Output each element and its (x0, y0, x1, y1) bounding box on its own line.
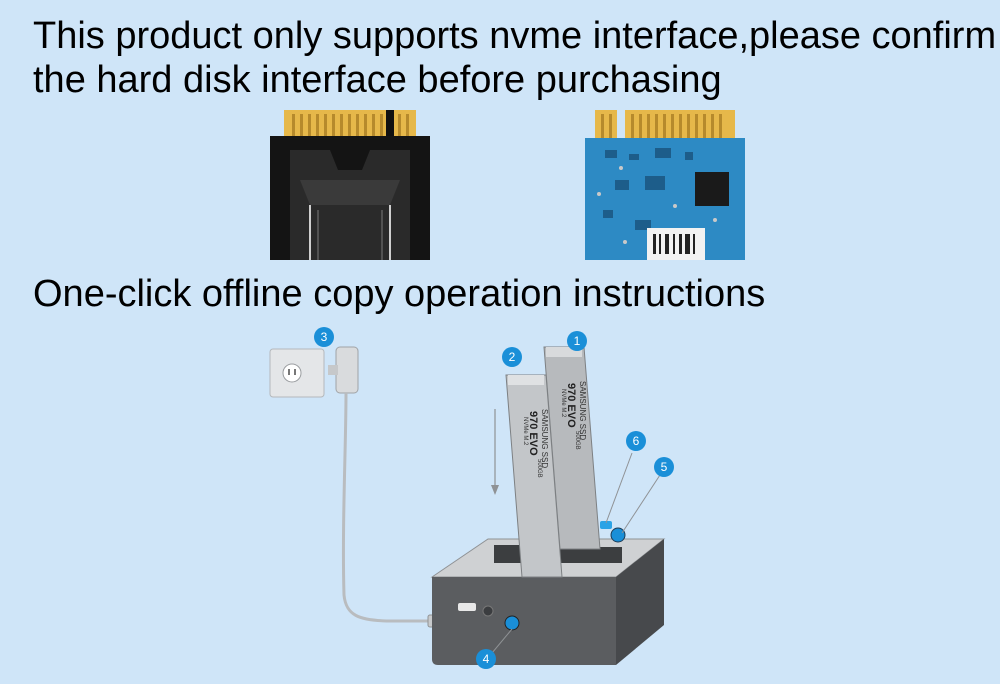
svg-text:2: 2 (509, 350, 516, 364)
ssd-2-brand: SAMSUNG SSD (540, 409, 549, 468)
ssd-2-capacity: 500GB (536, 459, 542, 478)
ssd-1-sub: NVMe M.2 (560, 389, 566, 418)
offline-copy-diagram: SAMSUNG SSD 970 EVO NVMe M.2 500GB SAMSU… (262, 325, 682, 679)
instructions-title: One-click offline copy operation instruc… (33, 273, 766, 315)
insert-arrow-icon (491, 409, 499, 495)
svg-text:4: 4 (483, 652, 490, 666)
ssd-2-sub: NVMe M.2 (522, 417, 528, 446)
ssd-2: SAMSUNG SSD 970 EVO NVMe M.2 500GB (505, 374, 563, 578)
callout-6: 6 (626, 431, 646, 451)
ssd-blue-pcb-photo (585, 110, 745, 260)
ssd-1-brand: SAMSUNG SSD (578, 381, 587, 440)
ssd-1-capacity: 500GB (574, 431, 580, 450)
svg-text:1: 1 (574, 334, 581, 348)
callout-1: 1 (567, 331, 587, 351)
ssd-1: SAMSUNG SSD 970 EVO NVMe M.2 500GB (543, 346, 601, 550)
wall-socket (269, 348, 325, 398)
svg-text:3: 3 (321, 330, 328, 344)
notice-text: This product only supports nvme interfac… (33, 15, 997, 101)
power-adapter (328, 346, 359, 394)
status-indicator (600, 521, 612, 529)
callout-2: 2 (502, 347, 522, 367)
dc-jack (504, 615, 520, 631)
power-cable (341, 392, 430, 623)
callout-4: 4 (476, 649, 496, 669)
dock-side (616, 539, 664, 665)
usb-port (458, 603, 476, 611)
svg-text:6: 6 (633, 434, 640, 448)
copy-button (610, 527, 626, 543)
callout-3: 3 (314, 327, 334, 347)
callout-5: 5 (654, 457, 674, 477)
dock-front (432, 577, 616, 665)
ssd-1-model: 970 EVO (565, 383, 577, 428)
ssd-black-heatsink-photo (270, 110, 430, 260)
svg-text:5: 5 (661, 460, 668, 474)
ssd-2-model: 970 EVO (527, 411, 539, 456)
